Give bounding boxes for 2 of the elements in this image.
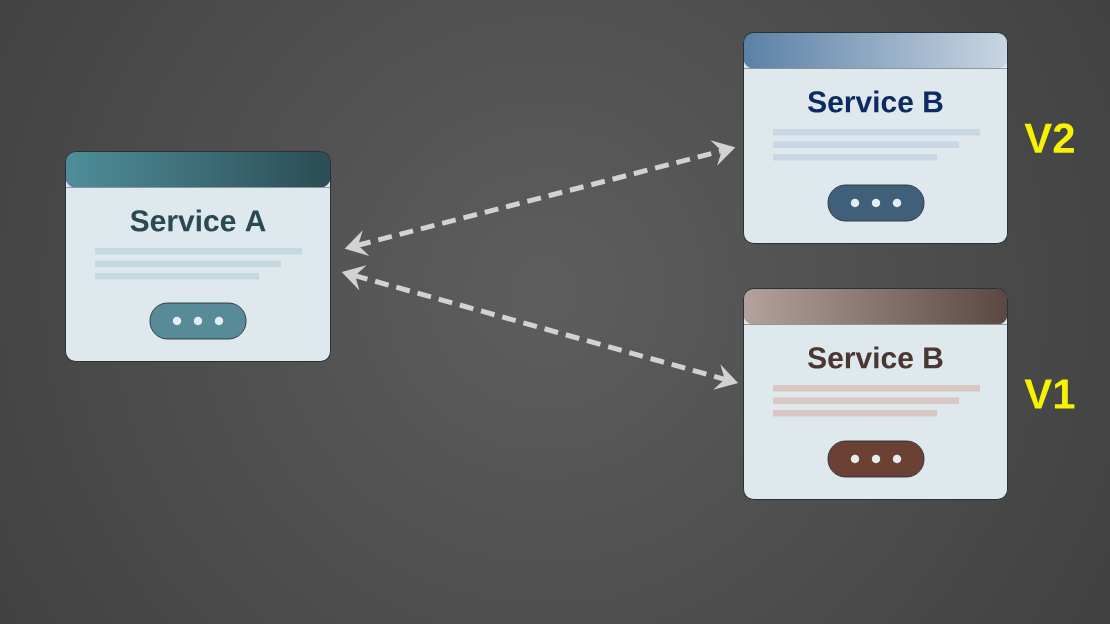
version-label: V2	[1024, 123, 1074, 153]
version-label: V1	[1024, 379, 1075, 409]
